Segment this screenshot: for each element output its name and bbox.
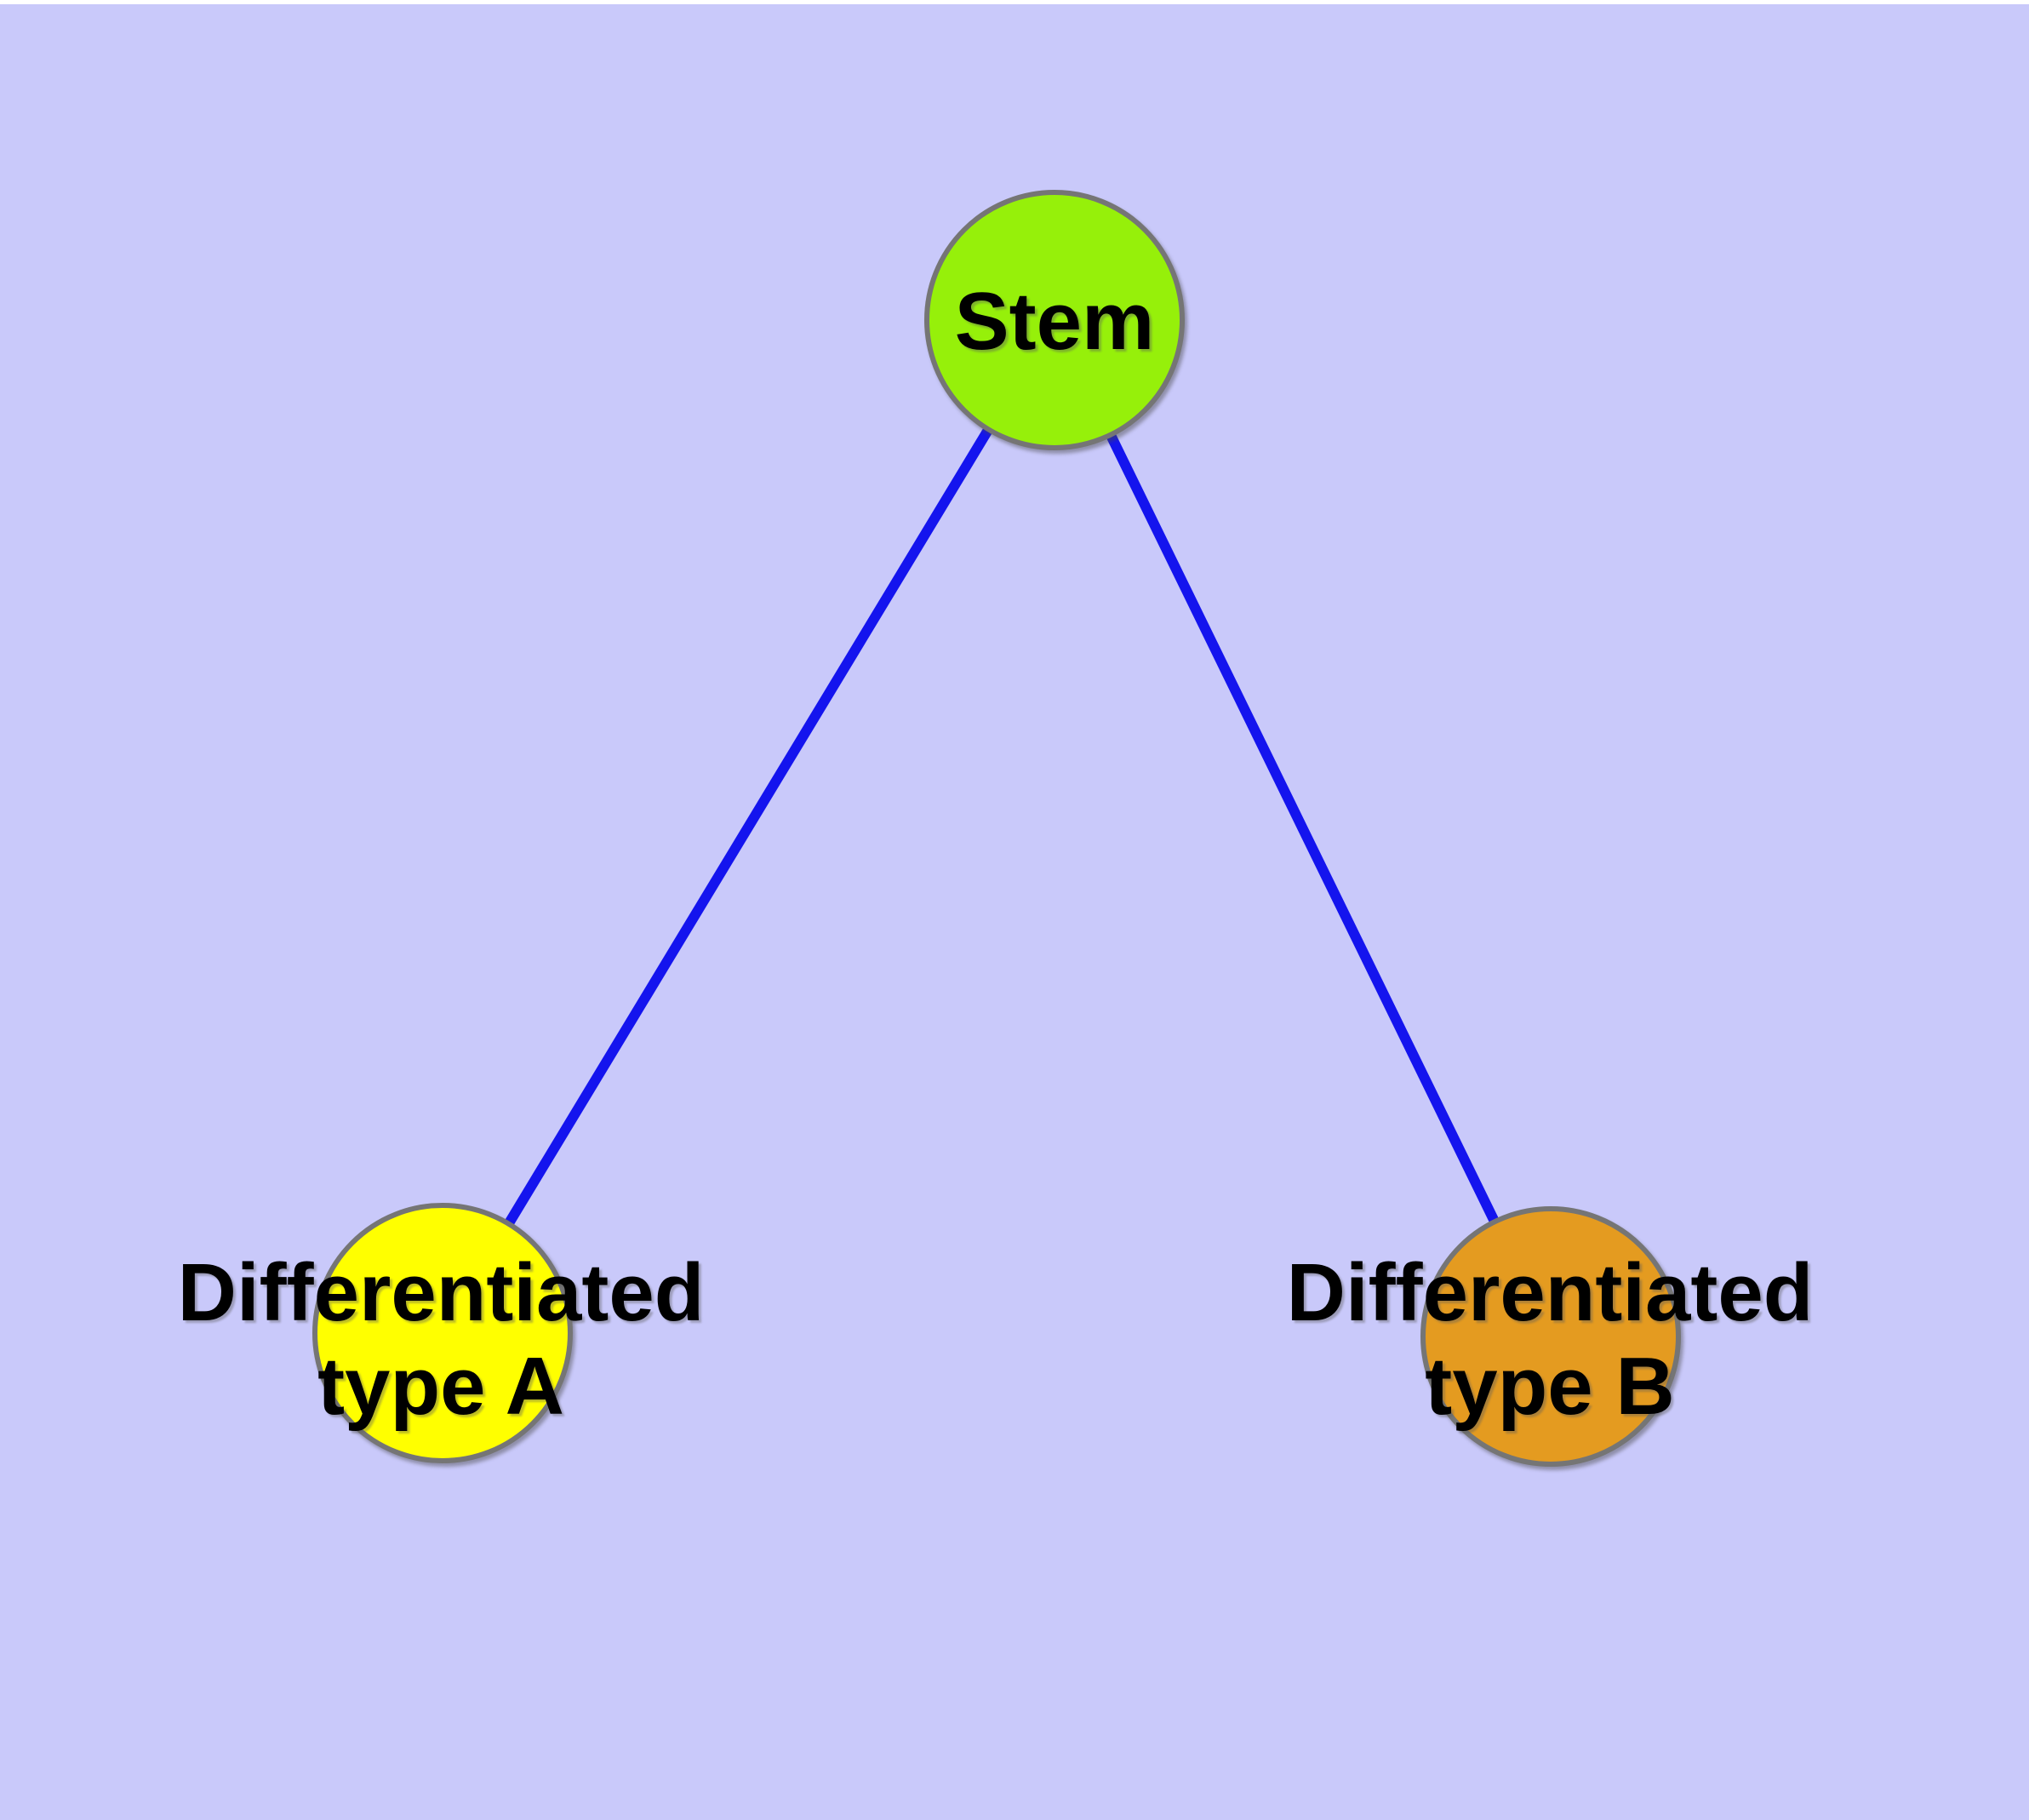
node-type-a-label-line-1: Differentiated [178,1247,705,1338]
node-stem [924,190,1185,450]
node-type-a [312,1203,573,1463]
node-stem-label: Stem [955,276,1155,367]
edge-stem-to-type-a [437,317,1060,1336]
node-type-b [1420,1206,1681,1467]
node-type-b-label-line-1: Differentiated [1287,1247,1814,1338]
node-type-a-label-line-2: type A [317,1341,564,1432]
node-type-b-label-line-2: type B [1425,1341,1674,1432]
edge-stem-to-type-b [1049,318,1556,1339]
